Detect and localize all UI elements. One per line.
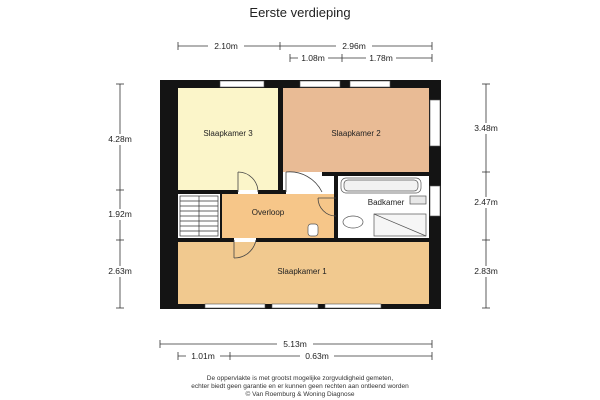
room-fills — [178, 88, 429, 304]
copyright-line: © Van Roemburg & Woning Diagnose — [245, 391, 355, 398]
bathroom-fixtures — [307, 177, 427, 237]
disclaimer: De oppervlakte is met grootst mogelijke … — [100, 375, 500, 399]
dim-right-1: 3.48m — [474, 123, 498, 133]
dim-top-sub-a: 1.08m — [301, 53, 325, 63]
label-bedroom2: Slaapkamer 2 — [331, 129, 381, 138]
dimension-labels: 2.10m 2.96m 1.08m 1.78m 4.28m 1.92m 2.63… — [102, 40, 504, 362]
disclaimer-line-1: De oppervlakte is met grootst mogelijke … — [206, 375, 394, 382]
dim-left-2: 1.92m — [108, 209, 132, 219]
dim-right-3: 2.83m — [474, 266, 498, 276]
room-bedroom1 — [178, 242, 429, 304]
label-bedroom3: Slaapkamer 3 — [203, 129, 253, 138]
dim-top-sub-b: 1.78m — [369, 53, 393, 63]
disclaimer-line-2: echter biedt geen garantie en er kunnen … — [191, 383, 409, 390]
dim-top-right: 2.96m — [342, 41, 366, 51]
room-labels: Slaapkamer 3 Slaapkamer 2 Overloop Badka… — [203, 129, 404, 276]
doors — [233, 171, 337, 259]
dim-top-left: 2.10m — [214, 41, 238, 51]
dim-bottom-b: 0.63m — [305, 351, 329, 361]
dim-right-2: 2.47m — [474, 197, 498, 207]
toilet — [307, 223, 319, 237]
dim-bottom-a: 1.01m — [191, 351, 215, 361]
dim-left-3: 2.63m — [108, 266, 132, 276]
staircase — [179, 195, 219, 237]
label-bedroom1: Slaapkamer 1 — [277, 267, 327, 276]
room-bedroom3 — [178, 88, 278, 190]
windows — [204, 80, 441, 309]
dim-bottom-total: 5.13m — [283, 339, 307, 349]
sink — [342, 215, 364, 229]
label-bathroom: Badkamer — [368, 198, 405, 207]
plan-title: Eerste verdieping — [249, 5, 351, 20]
label-landing: Overloop — [252, 208, 285, 217]
dim-left-1: 4.28m — [108, 134, 132, 144]
room-bedroom2 — [283, 88, 429, 172]
